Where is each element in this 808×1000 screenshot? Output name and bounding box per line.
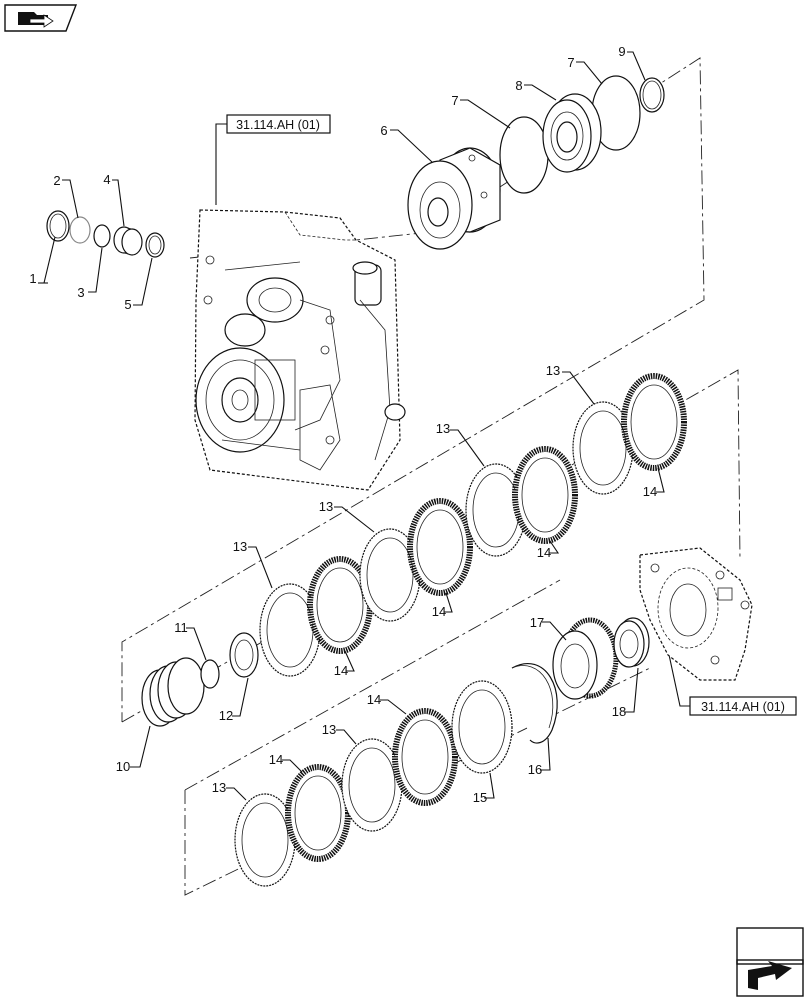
callout-4[interactable]: 4 — [103, 172, 125, 227]
part-11-snap-ring — [200, 659, 220, 689]
svg-text:8: 8 — [515, 78, 522, 93]
plate-14-row1-d — [621, 373, 687, 471]
callout-16[interactable]: 16 — [528, 737, 551, 777]
callout-13-row1-a[interactable]: 13 — [233, 539, 273, 589]
part-1-snap-ring — [46, 210, 70, 242]
plate-13-row2-b — [341, 738, 403, 832]
callout-13-row1-c[interactable]: 13 — [436, 421, 485, 467]
part-12-piston — [229, 632, 259, 678]
plate-14-row2-a — [285, 764, 351, 862]
part-18-bearing — [613, 617, 650, 668]
folder-arrow-icon[interactable] — [4, 4, 78, 32]
part-9-circlip — [639, 77, 665, 113]
next-page-arrow-icon[interactable] — [736, 927, 804, 997]
svg-text:14: 14 — [432, 604, 446, 619]
callout-13-row2-a[interactable]: 13 — [212, 780, 247, 801]
assembly-boundary-bottom — [184, 579, 651, 896]
svg-text:14: 14 — [643, 484, 657, 499]
svg-text:6: 6 — [380, 123, 387, 138]
svg-text:7: 7 — [451, 93, 458, 108]
part-3-o-ring — [93, 224, 111, 248]
svg-text:10: 10 — [116, 759, 130, 774]
svg-text:13: 13 — [436, 421, 450, 436]
reference-box-top[interactable]: 31.114.AH (01) — [215, 114, 331, 205]
part-16-circlip — [511, 662, 558, 744]
callout-14-row2-a[interactable]: 14 — [269, 752, 303, 773]
callout-15[interactable]: 15 — [473, 772, 495, 805]
callout-9[interactable]: 9 — [618, 44, 646, 81]
svg-text:11: 11 — [174, 620, 188, 635]
part-7-seal-ring-left — [499, 116, 549, 194]
callout-17[interactable]: 17 — [530, 615, 567, 641]
callout-13-row1-d[interactable]: 13 — [546, 363, 595, 405]
callout-5[interactable]: 5 — [124, 257, 153, 312]
svg-text:14: 14 — [537, 545, 551, 560]
part-4-plug — [113, 226, 143, 256]
transmission-housing — [194, 209, 406, 491]
callout-13-row1-b[interactable]: 13 — [319, 499, 375, 533]
svg-text:17: 17 — [530, 615, 544, 630]
callout-18[interactable]: 18 — [612, 667, 639, 719]
callout-7b[interactable]: 7 — [567, 55, 603, 85]
callout-7a[interactable]: 7 — [451, 93, 511, 129]
svg-text:13: 13 — [546, 363, 560, 378]
callout-2[interactable]: 2 — [53, 173, 79, 219]
svg-text:4: 4 — [103, 172, 110, 187]
callout-12[interactable]: 12 — [219, 677, 249, 723]
assembly-boundary-top — [121, 57, 705, 722]
callout-8[interactable]: 8 — [515, 78, 557, 101]
part-15-end-plate — [451, 680, 513, 774]
callout-11[interactable]: 11 — [174, 620, 207, 661]
svg-text:12: 12 — [219, 708, 233, 723]
svg-text:15: 15 — [473, 790, 487, 805]
callout-14-row1-a[interactable]: 14 — [334, 650, 355, 678]
plate-13-row1-d — [572, 401, 634, 495]
svg-text:13: 13 — [319, 499, 333, 514]
rear-cover-housing — [639, 547, 753, 681]
plate-14-row1-b — [407, 498, 473, 596]
svg-text:7: 7 — [567, 55, 574, 70]
svg-text:14: 14 — [334, 663, 348, 678]
plate-14-row2-b — [392, 708, 458, 806]
part-6-clutch-drum — [407, 147, 501, 250]
svg-text:5: 5 — [124, 297, 131, 312]
svg-text:16: 16 — [528, 762, 542, 777]
callout-3[interactable]: 3 — [77, 247, 103, 300]
svg-text:18: 18 — [612, 704, 626, 719]
callout-14-row2-b[interactable]: 14 — [367, 692, 407, 715]
svg-text:14: 14 — [367, 692, 381, 707]
part-17-gear-hub — [552, 617, 619, 700]
callout-6[interactable]: 6 — [380, 123, 433, 163]
svg-text:13: 13 — [233, 539, 247, 554]
callout-1[interactable]: 1 — [29, 236, 56, 286]
reference-label-top: 31.114.AH (01) — [236, 118, 320, 132]
plate-14-row1-c — [512, 446, 578, 544]
svg-text:1: 1 — [29, 271, 36, 286]
part-5-o-ring — [145, 232, 165, 258]
svg-text:14: 14 — [269, 752, 283, 767]
svg-text:9: 9 — [618, 44, 625, 59]
callout-13-row2-b[interactable]: 13 — [322, 722, 357, 745]
part-8-bearing — [542, 93, 602, 173]
svg-text:13: 13 — [212, 780, 226, 795]
reference-label-right: 31.114.AH (01) — [701, 700, 785, 714]
svg-text:3: 3 — [77, 285, 84, 300]
reference-box-right[interactable]: 31.114.AH (01) — [667, 649, 797, 716]
svg-text:13: 13 — [322, 722, 336, 737]
part-10-spring-pack — [141, 657, 205, 727]
part-2-cap — [69, 216, 91, 244]
callout-14-row1-c[interactable]: 14 — [537, 540, 560, 560]
callout-14-row1-b[interactable]: 14 — [432, 592, 453, 619]
callout-14-row1-d[interactable]: 14 — [643, 467, 665, 499]
callout-10[interactable]: 10 — [116, 725, 151, 774]
svg-text:2: 2 — [53, 173, 60, 188]
